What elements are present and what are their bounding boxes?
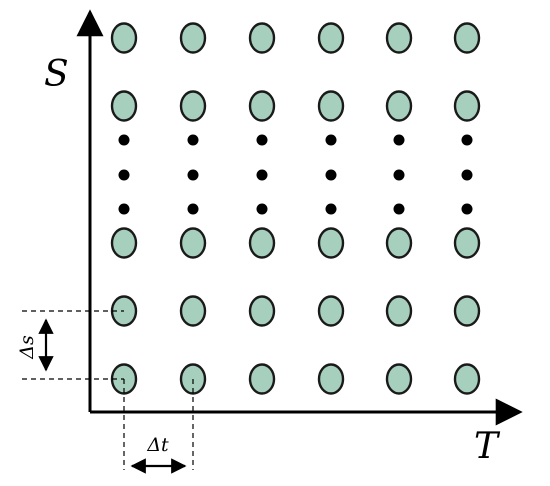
- ellipsis-dot: [256, 169, 268, 181]
- delta-t-label: Δt: [146, 434, 169, 456]
- ellipsis-dot: [118, 169, 130, 181]
- grid-node: [317, 22, 345, 54]
- grid-node: [453, 295, 481, 327]
- ellipsis-dot: [461, 203, 473, 215]
- grid-node: [110, 90, 138, 122]
- grid-node: [179, 22, 207, 54]
- ellipsis-dot: [325, 203, 337, 215]
- grid-node: [179, 90, 207, 122]
- ellipsis-dot: [256, 134, 268, 146]
- grid-node: [385, 22, 413, 54]
- ellipsis-dot: [187, 169, 199, 181]
- delta-s-label: Δs: [16, 335, 38, 360]
- grid-node: [248, 295, 276, 327]
- grid-node: [385, 363, 413, 395]
- ellipsis-dot: [256, 203, 268, 215]
- grid-node: [385, 295, 413, 327]
- grid-node: [248, 227, 276, 259]
- grid-node: [317, 363, 345, 395]
- ellipsis-dot: [325, 169, 337, 181]
- grid-node: [385, 227, 413, 259]
- grid-node: [317, 227, 345, 259]
- grid-node: [453, 90, 481, 122]
- grid-node: [453, 227, 481, 259]
- y-axis-label: S: [44, 54, 69, 95]
- grid-node: [453, 22, 481, 54]
- ellipsis-dot: [461, 169, 473, 181]
- grid-node: [110, 227, 138, 259]
- ellipsis-dot: [187, 203, 199, 215]
- ellipsis-dot: [325, 134, 337, 146]
- ellipsis-dot: [393, 134, 405, 146]
- grid-node: [110, 22, 138, 54]
- grid-node: [248, 90, 276, 122]
- grid-node: [248, 22, 276, 54]
- x-axis-label: T: [474, 426, 501, 467]
- ellipsis-dot: [187, 134, 199, 146]
- ellipsis-dots: [118, 134, 473, 215]
- ellipsis-dot: [461, 134, 473, 146]
- grid-node: [317, 295, 345, 327]
- grid-node: [179, 295, 207, 327]
- grid-node: [179, 227, 207, 259]
- grid-node: [317, 90, 345, 122]
- ellipsis-dot: [393, 169, 405, 181]
- ellipsis-dot: [393, 203, 405, 215]
- grid-node: [453, 363, 481, 395]
- grid-node: [385, 90, 413, 122]
- ellipsis-dot: [118, 203, 130, 215]
- grid-nodes: [110, 22, 481, 395]
- grid-node: [248, 363, 276, 395]
- ellipsis-dot: [118, 134, 130, 146]
